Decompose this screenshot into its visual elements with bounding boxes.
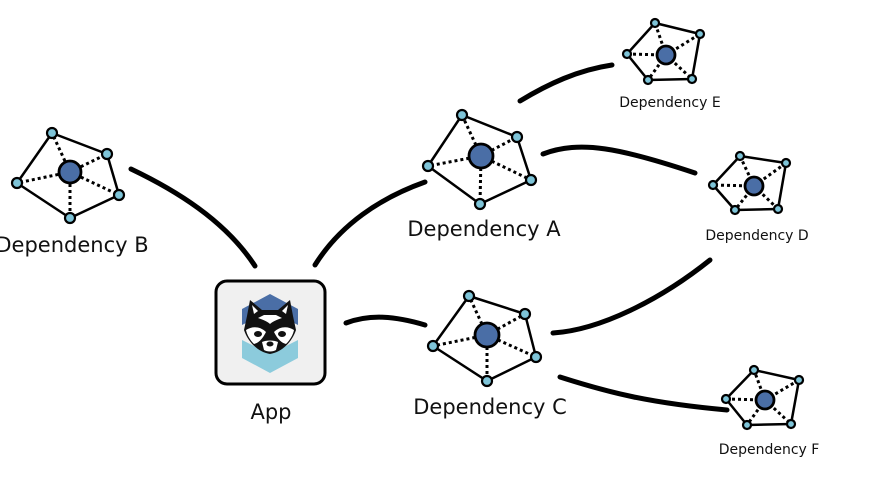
edge-app-b <box>128 166 258 269</box>
dependency-label-f: Dependency F <box>719 442 820 458</box>
cluster-outer-node <box>63 211 77 225</box>
cluster-outer-node <box>621 48 633 60</box>
cluster-outer-node <box>707 179 719 191</box>
cluster-outline <box>431 294 538 383</box>
cluster-hub-node <box>473 321 501 349</box>
cluster-hub-node <box>754 389 776 411</box>
cluster-outline <box>15 131 121 220</box>
dependency-node-b[interactable]: Dependency B <box>0 126 149 257</box>
edge-c-f <box>557 374 730 413</box>
connectors <box>128 62 730 413</box>
cluster-outer-node <box>10 176 24 190</box>
cluster-outer-node <box>455 108 469 122</box>
app-label: App <box>250 400 291 424</box>
dependency-node-c[interactable]: Dependency C <box>413 289 567 419</box>
dependency-label-a: Dependency A <box>407 217 561 241</box>
network-cluster-icon <box>621 17 706 86</box>
cluster-outer-node <box>112 188 126 202</box>
cluster-outer-node <box>510 130 524 144</box>
cluster-outer-node <box>100 147 114 161</box>
cluster-outer-node <box>524 173 538 187</box>
cluster-outer-node <box>734 150 746 162</box>
cluster-spoke <box>733 185 756 211</box>
dependency-node-d[interactable]: Dependency D <box>705 150 809 244</box>
network-cluster-icon <box>426 289 543 388</box>
cluster-outer-node <box>780 157 792 169</box>
cluster-outer-node <box>426 339 440 353</box>
cluster-spoke <box>646 54 668 81</box>
edge-a-e <box>517 62 615 104</box>
dependency-node-f[interactable]: Dependency F <box>719 364 820 458</box>
cluster-outline <box>426 113 533 206</box>
network-cluster-icon <box>720 364 805 431</box>
cluster-outer-node <box>729 204 741 216</box>
cluster-outer-node <box>772 203 784 215</box>
cluster-outer-node <box>741 419 753 431</box>
cluster-outline <box>625 21 702 82</box>
dependency-node-e[interactable]: Dependency E <box>619 17 721 111</box>
cluster-outline <box>724 368 801 427</box>
cluster-spoke <box>745 399 767 426</box>
cluster-outer-node <box>518 307 532 321</box>
cluster-hub-node <box>467 142 495 170</box>
dependency-label-e: Dependency E <box>619 95 720 111</box>
edge-a-d <box>540 144 698 176</box>
network-cluster-icon <box>10 126 126 225</box>
dependency-label-c: Dependency C <box>413 395 567 419</box>
cluster-outer-node <box>720 393 732 405</box>
dependency-label-d: Dependency D <box>705 228 808 244</box>
cluster-outer-node <box>694 28 706 40</box>
dependency-label-b: Dependency B <box>0 233 149 257</box>
cluster-outer-node <box>45 126 59 140</box>
network-cluster-icon <box>707 150 792 216</box>
raccoon-logo-icon <box>242 294 298 373</box>
app-node[interactable]: App <box>214 279 327 424</box>
cluster-outer-node <box>473 197 487 211</box>
cluster-outer-node <box>686 73 698 85</box>
cluster-outer-node <box>421 159 435 173</box>
cluster-outer-node <box>649 17 661 29</box>
dependency-node-a[interactable]: Dependency A <box>407 108 561 241</box>
cluster-hub-node <box>655 44 677 66</box>
cluster-outer-node <box>793 374 805 386</box>
cluster-outer-node <box>642 74 654 86</box>
cluster-hub-node <box>57 159 83 185</box>
edge-c-d <box>550 257 713 336</box>
clusters: Dependency B Dependency A Dependency C Depe… <box>0 17 820 458</box>
cluster-outer-node <box>462 289 476 303</box>
cluster-outer-node <box>480 374 494 388</box>
cluster-outer-node <box>748 364 760 376</box>
network-cluster-icon <box>421 108 538 211</box>
cluster-outer-node <box>529 350 543 364</box>
edge-app-a <box>312 179 428 268</box>
cluster-outer-node <box>785 418 797 430</box>
cluster-outline <box>711 154 788 212</box>
edge-app-c <box>343 314 428 328</box>
cluster-hub-node <box>743 175 765 197</box>
cluster-spoke <box>752 369 767 401</box>
